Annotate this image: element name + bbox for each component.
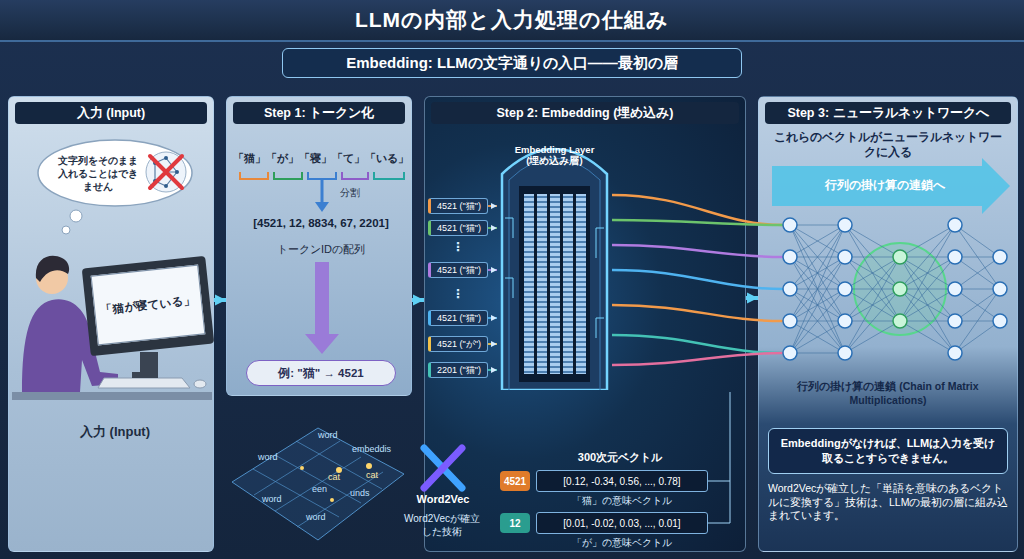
input-panel: 入力 (Input) 文字列をそのまま入れることはできません「猫が寝ている」 (8, 96, 214, 552)
embedding-layer: Embedding Layer (埋め込み層) (497, 128, 612, 390)
summary-text: Word2Vecが確立した「単語を意味のあるベクトルに変換する」技術は、LLMの… (768, 482, 1010, 523)
node-text: Embedding: LLMの文字通りの入口——最初の層 (346, 54, 678, 73)
note-box: Embeddingがなければ、LLMは入力を受け取ることすらできません。 (768, 428, 1008, 474)
node-text: 12 (509, 518, 520, 529)
array-label: トークンIDの配列 (230, 242, 412, 256)
word-point: word (258, 452, 278, 464)
token-badge: 12 (500, 513, 530, 533)
token-tag: 4521 ("猫") (428, 198, 488, 214)
example-box: 例: "猫" → 4521 (246, 360, 396, 386)
circuit-trace (505, 218, 604, 338)
node-text: 4521 (504, 476, 526, 487)
token-tag: 4521 ("猫") (428, 262, 488, 278)
node-text: 例: "猫" → 4521 (278, 366, 363, 381)
node-text: 文字列をそのまま入れることはできません (56, 154, 140, 193)
gate-shape (497, 128, 612, 390)
word-points (300, 463, 372, 502)
connector (412, 298, 424, 302)
bubble-outline (38, 140, 192, 206)
gate-slat (563, 194, 573, 374)
word-point: cat (328, 472, 340, 484)
ellipsis: ⋮ (438, 287, 478, 303)
panel-heading: 入力 (Input) (15, 102, 207, 124)
word-point: word (318, 430, 338, 442)
node-text: 4521 ("猫") (437, 200, 481, 213)
word-point: word (262, 494, 282, 506)
token-list: 「猫」「が」「寝」「て」「いる」 (230, 152, 412, 166)
node-text: 2201 ("猫") (437, 364, 481, 377)
vector-caption: 「が」の意味ベクトル (536, 536, 708, 549)
token-tag: 4521 ("猫") (428, 220, 488, 236)
word-point: cat (366, 470, 378, 482)
node-text: 4521 ("猫") (437, 222, 481, 235)
gate-slat (537, 194, 547, 374)
node-text: [0.01, -0.02, 0.03, ..., 0.01] (563, 518, 680, 529)
node-text: 4521 ("が") (437, 338, 481, 351)
thought-bubble: 文字列をそのまま入れることはできません (36, 138, 194, 208)
step2-panel: Step 2: Embedding (埋め込み) Embedding Layer … (424, 96, 746, 552)
node-text: 4521 ("猫") (437, 264, 481, 277)
vector-box: [0.12, -0.34, 0.56, ..., 0.78] (536, 470, 708, 492)
gate-opening (519, 186, 590, 382)
node-text: 「猫が寝ている」 (99, 293, 196, 318)
node-text: Embedding Layer (埋め込み層) (513, 144, 596, 166)
token-tag: 2201 ("猫") (428, 362, 488, 378)
panel-heading: Step 3: ニューラルネットワークへ (765, 102, 1011, 124)
gate-slat (524, 194, 534, 374)
word-space (232, 428, 404, 540)
word-point: embeddis (352, 444, 391, 456)
panel-heading: Step 1: トークン化 (233, 102, 405, 124)
word-point: word (306, 512, 326, 524)
word-point: een (312, 484, 327, 496)
word-point: unds (350, 488, 370, 500)
connector (214, 298, 226, 302)
title-bar: LLMの内部と入力処理の仕組み (0, 0, 1024, 42)
token-ids: [4521, 12, 8834, 67, 2201] (230, 216, 412, 231)
logo-text: Word2Vec (405, 492, 481, 506)
ellipsis: ⋮ (438, 240, 478, 256)
subtitle-box: Embedding: LLMの文字通りの入口——最初の層 (282, 48, 742, 78)
connector (746, 296, 758, 300)
caption-label: 入力 (Input) (30, 424, 200, 441)
token-tag: 4521 ("が") (428, 336, 488, 352)
gate-inner-frame (509, 158, 600, 390)
token-badge: 4521 (500, 471, 530, 491)
split-label: 分割 (330, 186, 370, 199)
node-text: Embeddingがなければ、LLMは入力を受け取ることすらできません。 (777, 436, 999, 466)
token-tag: 4521 ("猫") (428, 310, 488, 326)
node-text: 4521 ("猫") (437, 312, 481, 325)
step-note: これらのベクトルがニューラルネットワークに入る (774, 130, 1002, 160)
node-text: [0.12, -0.34, 0.56, ..., 0.78] (563, 476, 680, 487)
nn-caption: 行列の掛け算の連鎖 (Chain of Matrix Multiplicatio… (778, 380, 998, 407)
monitor-screen: 「猫が寝ている」 (91, 265, 206, 346)
grid-plane (232, 428, 404, 540)
gate-slat (576, 194, 586, 374)
dimension-label: 300次元ベクトル (540, 450, 700, 464)
panel-heading: Step 2: Embedding (埋め込み) (431, 102, 739, 124)
vector-box: [0.01, -0.02, 0.03, ..., 0.01] (536, 512, 708, 534)
vector-caption: 「猫」の意味ベクトル (536, 494, 708, 507)
gate-slat (550, 194, 560, 374)
tech-label: Word2Vecが確立した技術 (400, 512, 484, 538)
gate-frame (502, 149, 607, 390)
arrow-label: 行列の掛け算の連鎖へ (790, 178, 980, 194)
title-text: LLMの内部と入力処理の仕組み (355, 6, 669, 34)
